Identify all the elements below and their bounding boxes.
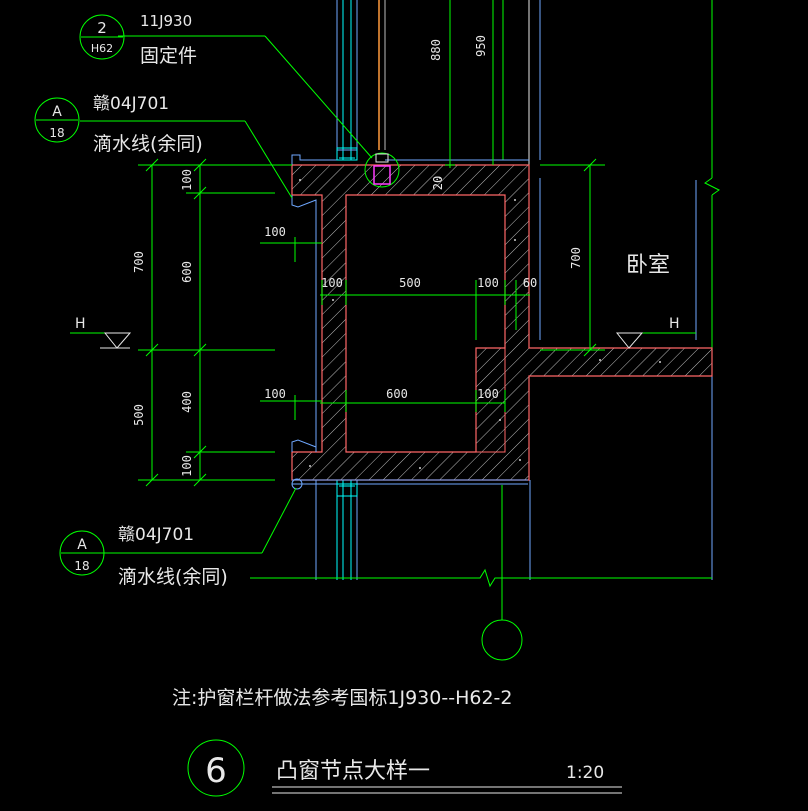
callout-top-label: 固定件 (140, 45, 197, 67)
concrete-shell (291, 164, 713, 481)
callout-lower-drip (59, 530, 105, 576)
title-number: 6 (205, 751, 227, 791)
dim-left-inner-mid-upper: 600 (180, 261, 194, 283)
callout-upper-label: 滴水线(余同) (93, 133, 203, 155)
building-vertical-lines (315, 0, 720, 580)
callout-top-number: 2 (97, 19, 107, 37)
callout-upper-standard: 赣04J701 (93, 94, 169, 114)
leader-lines (80, 35, 712, 620)
title-scale: 1:20 (566, 763, 604, 783)
level-mark-left-label: H (75, 316, 86, 332)
dim-left-inner-mid-lower: 400 (180, 391, 194, 413)
level-mark-left (70, 332, 132, 349)
dim-drip-upper: 100 (264, 225, 286, 239)
dim-slab-20: 20 (431, 176, 445, 190)
axis-marker-circle (481, 619, 523, 661)
dim-left-outer-top: 700 (132, 251, 146, 273)
callout-lower-sheet: 18 (74, 559, 89, 573)
callout-top-sheet: H62 (91, 42, 113, 55)
dim-drip-lower: 100 (264, 387, 286, 401)
callout-lower-label: 滴水线(余同) (118, 566, 228, 588)
callout-upper-drip (34, 97, 80, 143)
dim-interior-upper-2: 500 (399, 276, 421, 290)
railing-fixture (364, 152, 400, 188)
callout-upper-sheet: 18 (49, 126, 64, 140)
title-text: 凸窗节点大样一 (276, 759, 430, 784)
dim-left-inner-top: 100 (180, 169, 194, 191)
callout-lower-standard: 赣04J701 (118, 525, 194, 545)
window-sill-profile (291, 149, 529, 490)
level-mark-right-label: H (669, 316, 680, 332)
callout-upper-letter: A (52, 104, 62, 120)
title-block (187, 739, 622, 797)
dim-top-880: 880 (429, 39, 443, 61)
dim-left-outer-bottom: 500 (132, 404, 146, 426)
dim-interior-lower-1: 600 (386, 387, 408, 401)
callout-top-detail (79, 14, 125, 60)
room-label: 卧室 (626, 253, 670, 278)
level-mark-right (615, 332, 696, 349)
dim-top-950: 950 (474, 35, 488, 57)
dim-interior-upper-3: 100 (477, 276, 499, 290)
dim-interior-upper-4: 60 (523, 276, 537, 290)
window-frame-glass (336, 147, 358, 497)
dimension-lines (138, 0, 605, 487)
dim-interior-lower-2: 100 (477, 387, 499, 401)
note-text: 注:护窗栏杆做法参考国标1J930--H62-2 (172, 687, 512, 709)
callout-top-standard: 11J930 (140, 12, 192, 30)
dim-left-inner-bottom: 100 (180, 455, 194, 477)
dim-interior-upper-1: 100 (321, 276, 343, 290)
dim-right-height: 700 (569, 247, 583, 269)
callout-lower-letter: A (77, 537, 87, 553)
